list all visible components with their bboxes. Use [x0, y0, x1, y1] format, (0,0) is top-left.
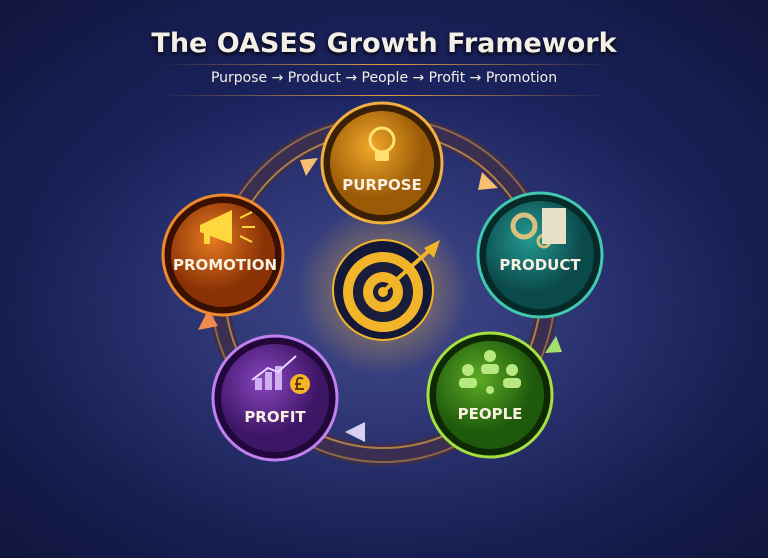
stage-label: PROFIT — [244, 408, 306, 426]
page-title: The OASES Growth Framework — [151, 28, 617, 59]
megaphone-icon — [200, 210, 255, 244]
cycle-svg: PURPOSE PRODUCT PEOPLE — [4, 100, 764, 558]
subtitle: Purpose → Product → People → Profit → Pr… — [210, 70, 558, 86]
stage-label: PRODUCT — [499, 256, 581, 274]
stage-people[interactable]: PEOPLE — [426, 331, 554, 459]
growth-chart-pound-icon — [251, 355, 310, 394]
target-arrow-icon — [332, 239, 440, 341]
arrow-icon — [300, 158, 318, 176]
stage-label: PROMOTION — [173, 256, 277, 274]
lightbulb-icon — [368, 126, 396, 161]
gears-document-icon — [510, 208, 566, 249]
stage-profit[interactable]: PROFIT — [211, 334, 339, 462]
stage-promotion[interactable]: PROMOTION — [161, 193, 285, 317]
cycle-arrows — [198, 158, 562, 442]
team-network-icon — [459, 350, 521, 394]
stage-purpose[interactable]: PURPOSE — [320, 101, 444, 225]
stage-product[interactable]: PRODUCT — [476, 191, 604, 319]
stage-label: PURPOSE — [342, 176, 422, 194]
arrow-icon — [198, 310, 218, 330]
title-divider — [160, 64, 610, 65]
arrow-icon — [478, 172, 498, 190]
arrow-icon — [345, 422, 365, 442]
subtitle-divider — [160, 95, 610, 96]
arrow-icon — [545, 336, 562, 353]
stage-label: PEOPLE — [458, 405, 523, 423]
